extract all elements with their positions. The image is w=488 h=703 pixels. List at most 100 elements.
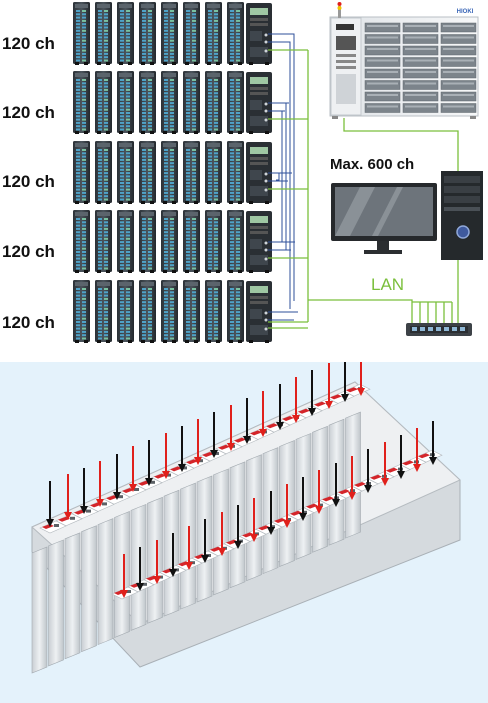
channel-module bbox=[227, 210, 244, 273]
channel-module bbox=[73, 141, 90, 204]
channel-module bbox=[117, 71, 134, 134]
channel-module bbox=[95, 2, 112, 65]
controller-unit bbox=[246, 72, 272, 134]
channel-module bbox=[183, 141, 200, 204]
black-probe-arrow bbox=[332, 463, 340, 507]
channel-module bbox=[183, 210, 200, 273]
black-probe-arrow bbox=[234, 505, 242, 549]
red-probe-arrow bbox=[120, 554, 128, 598]
battery-cell bbox=[130, 503, 147, 631]
channel-module bbox=[161, 210, 178, 273]
channel-module bbox=[205, 71, 222, 134]
channel-module bbox=[139, 2, 156, 65]
red-probe-arrow bbox=[381, 442, 389, 486]
red-probe-arrow bbox=[283, 484, 291, 528]
channel-module bbox=[139, 210, 156, 273]
black-probe-arrow bbox=[267, 491, 275, 535]
black-probe-arrow bbox=[210, 412, 218, 458]
channel-unit-3 bbox=[73, 141, 272, 204]
battery-cell bbox=[81, 525, 97, 653]
battery-cell bbox=[31, 546, 48, 674]
channel-module bbox=[205, 141, 222, 204]
red-probe-arrow bbox=[315, 470, 323, 514]
black-probe-arrow bbox=[136, 547, 144, 591]
channel-unit-5 bbox=[73, 280, 272, 343]
channel-module bbox=[117, 2, 134, 65]
channel-module bbox=[183, 280, 200, 343]
black-probe-arrow bbox=[169, 533, 177, 577]
pc-tower bbox=[441, 171, 483, 260]
unit-3-channel-label: 120 ch bbox=[2, 172, 55, 191]
channel-module bbox=[161, 141, 178, 204]
channel-module bbox=[183, 71, 200, 134]
red-probe-arrow bbox=[185, 526, 193, 570]
channel-module bbox=[227, 71, 244, 134]
channel-module bbox=[117, 280, 134, 343]
controller-unit bbox=[246, 3, 272, 65]
channel-module bbox=[95, 280, 112, 343]
red-probe-arrow bbox=[413, 428, 421, 472]
red-probe-arrow bbox=[153, 540, 161, 584]
lan-hub bbox=[406, 323, 472, 336]
red-probe-arrow bbox=[357, 362, 365, 396]
brand-logo: HIOKI bbox=[457, 9, 474, 15]
red-probe-arrow bbox=[96, 461, 104, 507]
channel-module bbox=[139, 141, 156, 204]
channel-module bbox=[139, 71, 156, 134]
red-probe-arrow bbox=[325, 363, 333, 409]
black-probe-arrow bbox=[201, 519, 209, 563]
battery-cell bbox=[163, 489, 180, 617]
unit-4-channel-label: 120 ch bbox=[2, 242, 55, 261]
channel-module bbox=[95, 210, 112, 273]
channel-module bbox=[161, 71, 178, 134]
red-probe-arrow bbox=[250, 498, 258, 542]
red-probe-arrow bbox=[227, 405, 235, 451]
max-channels-label: Max. 600 ch bbox=[330, 156, 415, 173]
controller-unit bbox=[246, 142, 272, 204]
black-probe-arrow bbox=[276, 384, 284, 430]
black-probe-arrow bbox=[341, 362, 349, 402]
channel-module bbox=[227, 280, 244, 343]
channel-module bbox=[161, 280, 178, 343]
battery-pack-illustration bbox=[31, 362, 461, 674]
black-probe-arrow bbox=[145, 440, 153, 486]
channel-module bbox=[139, 280, 156, 343]
red-probe-arrow bbox=[162, 433, 170, 479]
black-probe-arrow bbox=[308, 370, 316, 416]
monitor bbox=[331, 183, 437, 254]
channel-unit-2 bbox=[73, 71, 272, 134]
unit-2-channel-label: 120 ch bbox=[2, 103, 55, 122]
black-probe-arrow bbox=[113, 454, 121, 500]
red-probe-arrow bbox=[292, 377, 300, 423]
battery-cell bbox=[147, 496, 163, 624]
battery-cell bbox=[97, 518, 114, 646]
channel-module bbox=[117, 141, 134, 204]
channel-module bbox=[161, 2, 178, 65]
controller-unit bbox=[246, 281, 272, 343]
black-probe-arrow bbox=[429, 421, 437, 465]
channel-module bbox=[205, 2, 222, 65]
lan-label: LAN bbox=[371, 275, 405, 294]
system-illustration: HIOKI bbox=[73, 2, 483, 343]
channel-module bbox=[183, 2, 200, 65]
black-probe-arrow bbox=[243, 398, 251, 444]
channel-module bbox=[205, 280, 222, 343]
channel-unit-4 bbox=[73, 210, 272, 273]
red-probe-arrow bbox=[64, 474, 72, 520]
rack-system: HIOKI bbox=[329, 2, 479, 119]
channel-unit-1 bbox=[73, 2, 272, 65]
black-probe-arrow bbox=[299, 477, 307, 521]
channel-module bbox=[95, 141, 112, 204]
channel-module bbox=[227, 141, 244, 204]
red-probe-arrow bbox=[218, 512, 226, 556]
black-probe-arrow bbox=[397, 435, 405, 479]
unit-5-channel-label: 120 ch bbox=[2, 313, 55, 332]
red-probe-arrow bbox=[348, 456, 356, 500]
battery-pack-panel bbox=[0, 362, 488, 703]
channel-module bbox=[95, 71, 112, 134]
unit-1-channel-label: 120 ch bbox=[2, 34, 55, 53]
battery-cell bbox=[64, 532, 81, 660]
red-probe-arrow bbox=[259, 391, 267, 437]
black-probe-arrow bbox=[178, 426, 186, 472]
battery-cell bbox=[114, 511, 130, 638]
